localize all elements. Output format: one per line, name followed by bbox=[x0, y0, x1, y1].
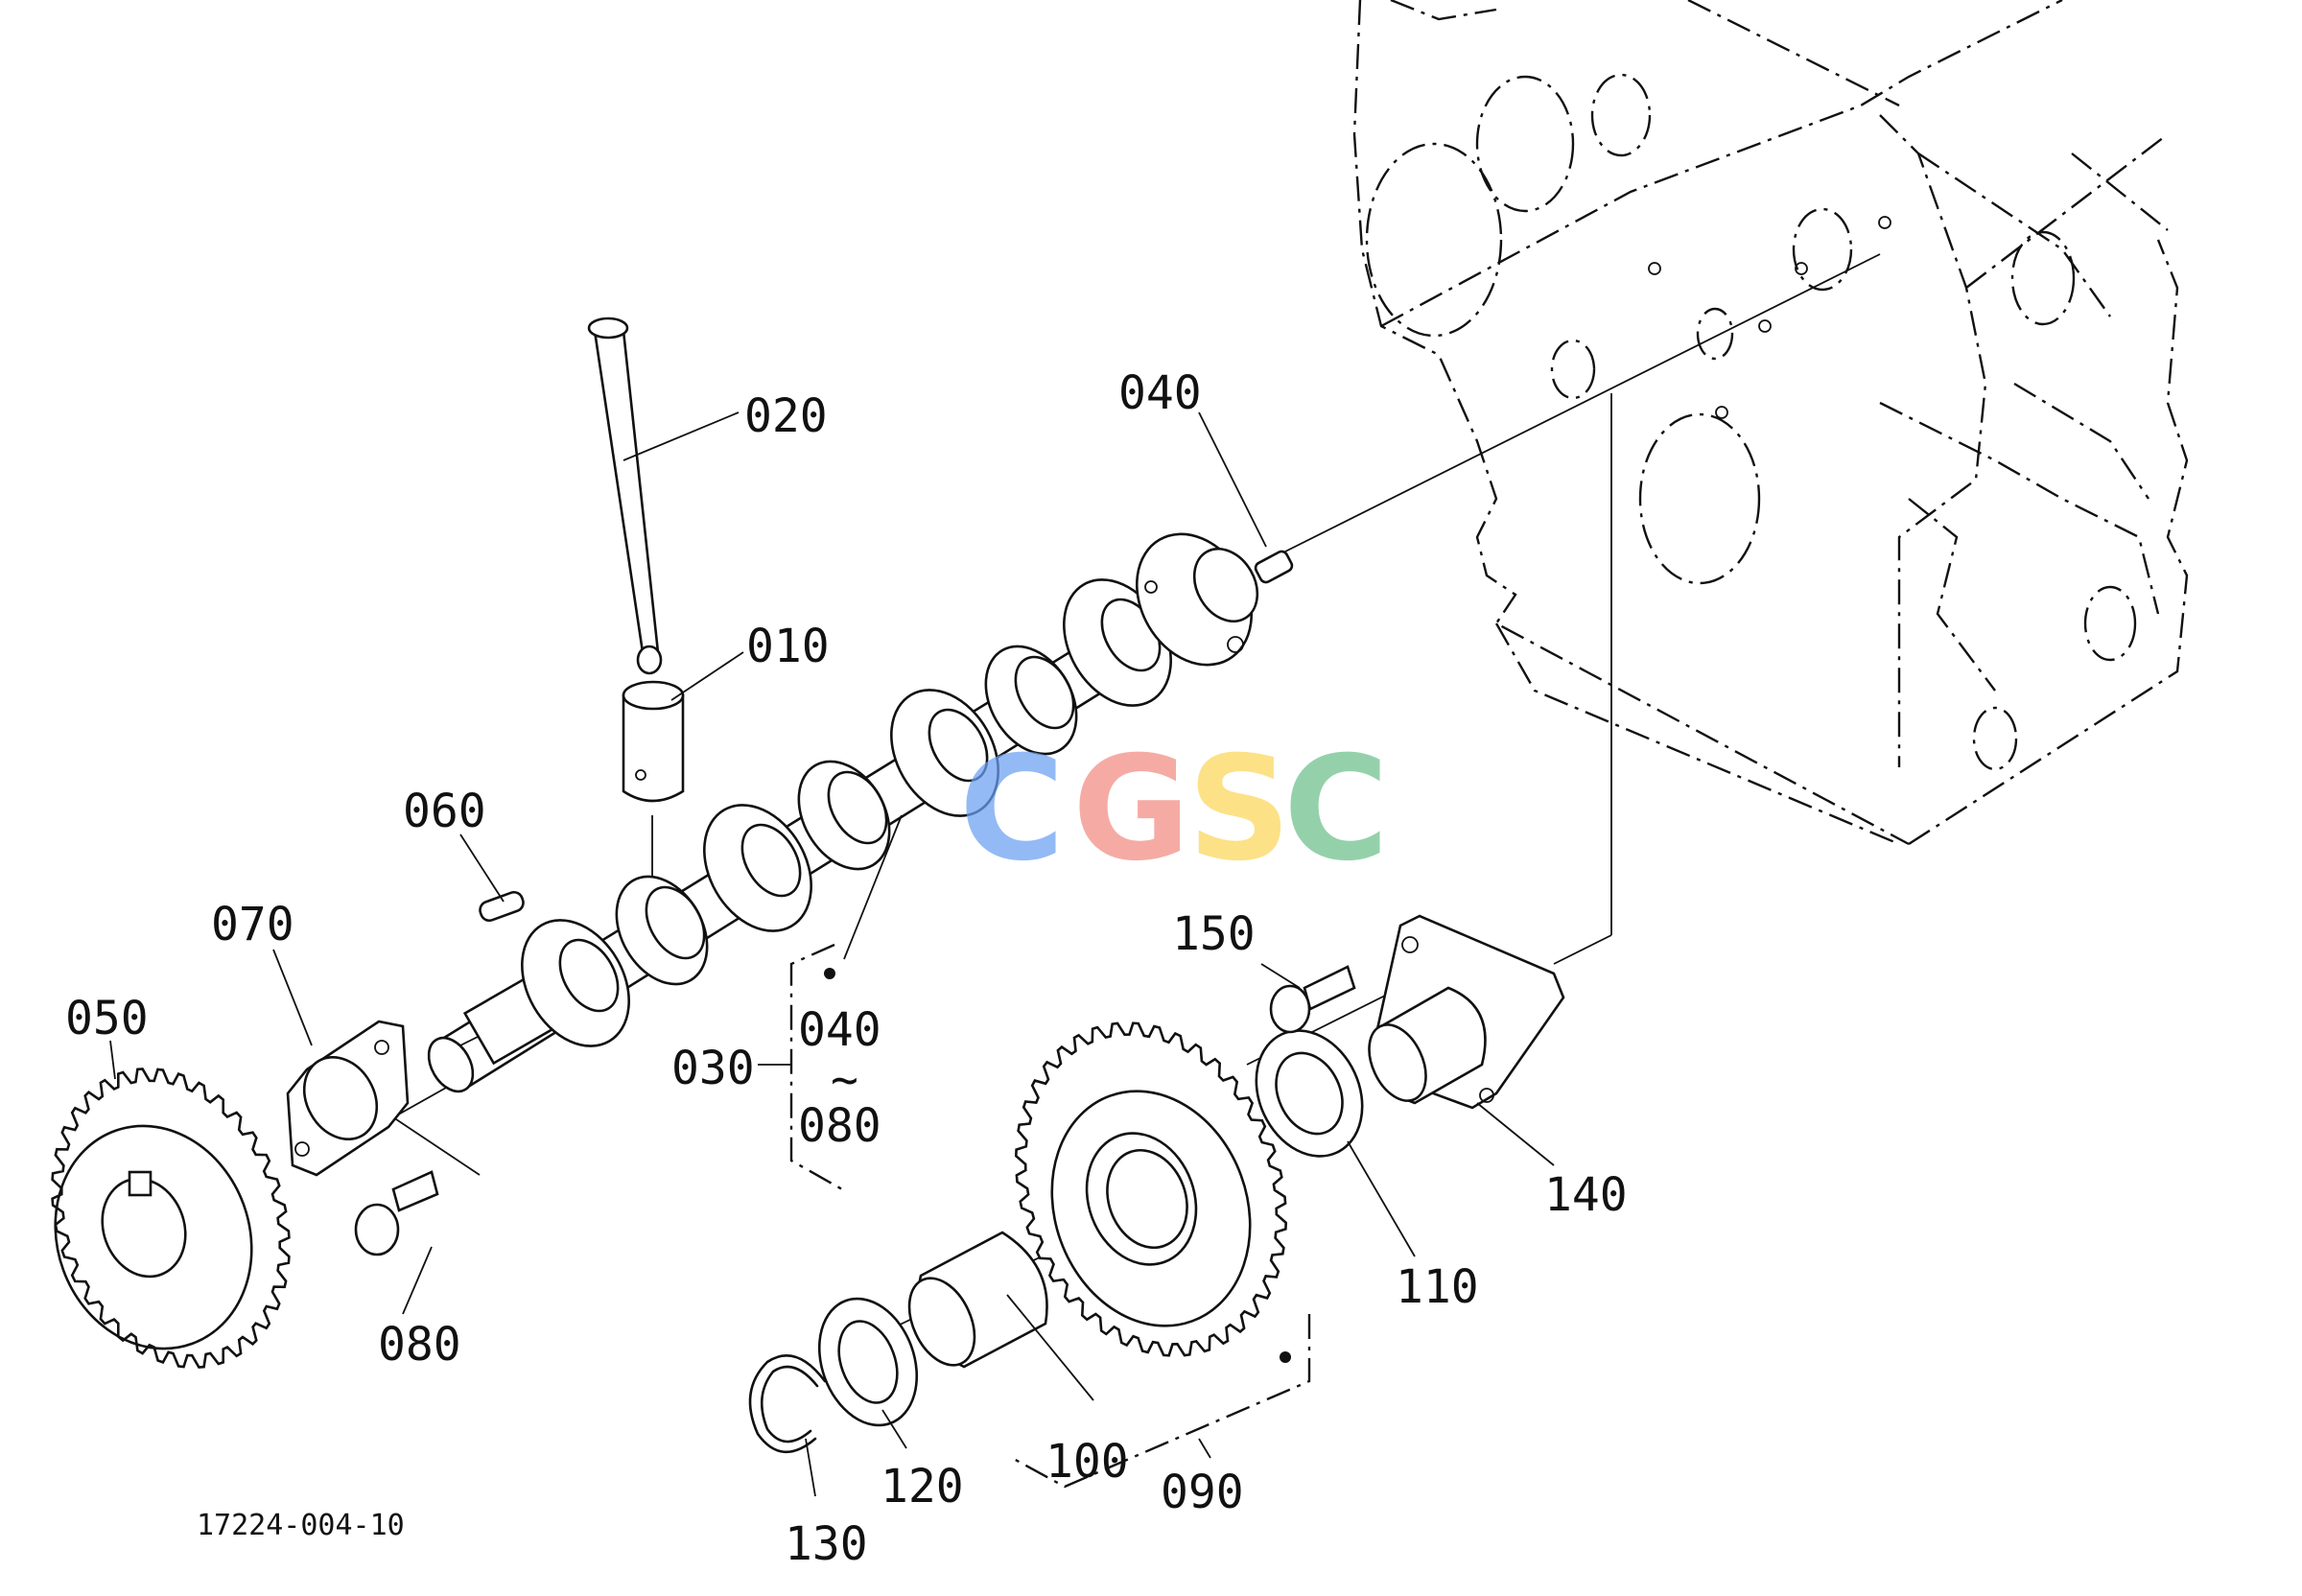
push-rod bbox=[587, 317, 663, 675]
callout-090: 090 bbox=[1161, 1466, 1244, 1519]
callout-100: 100 bbox=[1045, 1435, 1129, 1489]
callout-120: 120 bbox=[881, 1460, 964, 1514]
watermark-letter-s: S bbox=[1187, 726, 1291, 893]
cam-lobe-face bbox=[928, 708, 989, 783]
watermark-letter-c2: C bbox=[1283, 726, 1389, 893]
range-from: 040 bbox=[798, 1003, 881, 1057]
callout-140: 140 bbox=[1544, 1168, 1628, 1222]
cam-lobe-face bbox=[740, 823, 802, 898]
callout-060: 060 bbox=[403, 785, 486, 838]
callout-010: 010 bbox=[746, 620, 830, 673]
cam-lobe-face bbox=[827, 770, 888, 845]
bolt-080 bbox=[354, 1170, 439, 1256]
range-tilde: ~ bbox=[831, 1053, 858, 1107]
leader-lines bbox=[109, 411, 1555, 1497]
callout-040: 040 bbox=[1118, 366, 1202, 420]
bushing bbox=[907, 1231, 1048, 1369]
callout-130: 130 bbox=[785, 1517, 868, 1571]
cam-lobe-face bbox=[645, 885, 706, 960]
cam-lobe-face bbox=[1014, 655, 1075, 730]
idler-shaft bbox=[1368, 914, 1565, 1110]
callout-030: 030 bbox=[671, 1042, 755, 1095]
cam-lobe-face bbox=[558, 938, 620, 1013]
callout-110: 110 bbox=[1396, 1260, 1479, 1314]
callout-050: 050 bbox=[65, 992, 149, 1045]
callout-150: 150 bbox=[1172, 907, 1256, 961]
tappet bbox=[622, 680, 685, 803]
cam-gear bbox=[51, 1068, 291, 1369]
idler-gear bbox=[1014, 1021, 1288, 1357]
engine-block-outline bbox=[1352, 0, 2189, 846]
bolt-150 bbox=[1269, 965, 1356, 1034]
woodruff-key bbox=[479, 890, 525, 923]
range-to: 080 bbox=[798, 1099, 881, 1153]
pin bbox=[1254, 550, 1294, 584]
watermark-letter-c1: C bbox=[959, 726, 1065, 893]
callout-070: 070 bbox=[211, 898, 294, 951]
callout-080: 080 bbox=[378, 1318, 461, 1372]
thrust-plate bbox=[286, 1020, 410, 1177]
camshaft bbox=[427, 532, 1259, 1093]
watermark-letter-g: G bbox=[1072, 726, 1190, 893]
callout-020: 020 bbox=[744, 389, 828, 443]
circlip bbox=[748, 1354, 827, 1454]
watermark-logo: C G S C bbox=[959, 726, 1389, 893]
drawing-code: 17224-004-10 bbox=[197, 1509, 405, 1542]
thrust-washer-110 bbox=[1255, 1029, 1364, 1158]
callout-labels: 020 010 040 060 070 050 080 030 040 ~ 08… bbox=[65, 366, 1628, 1571]
